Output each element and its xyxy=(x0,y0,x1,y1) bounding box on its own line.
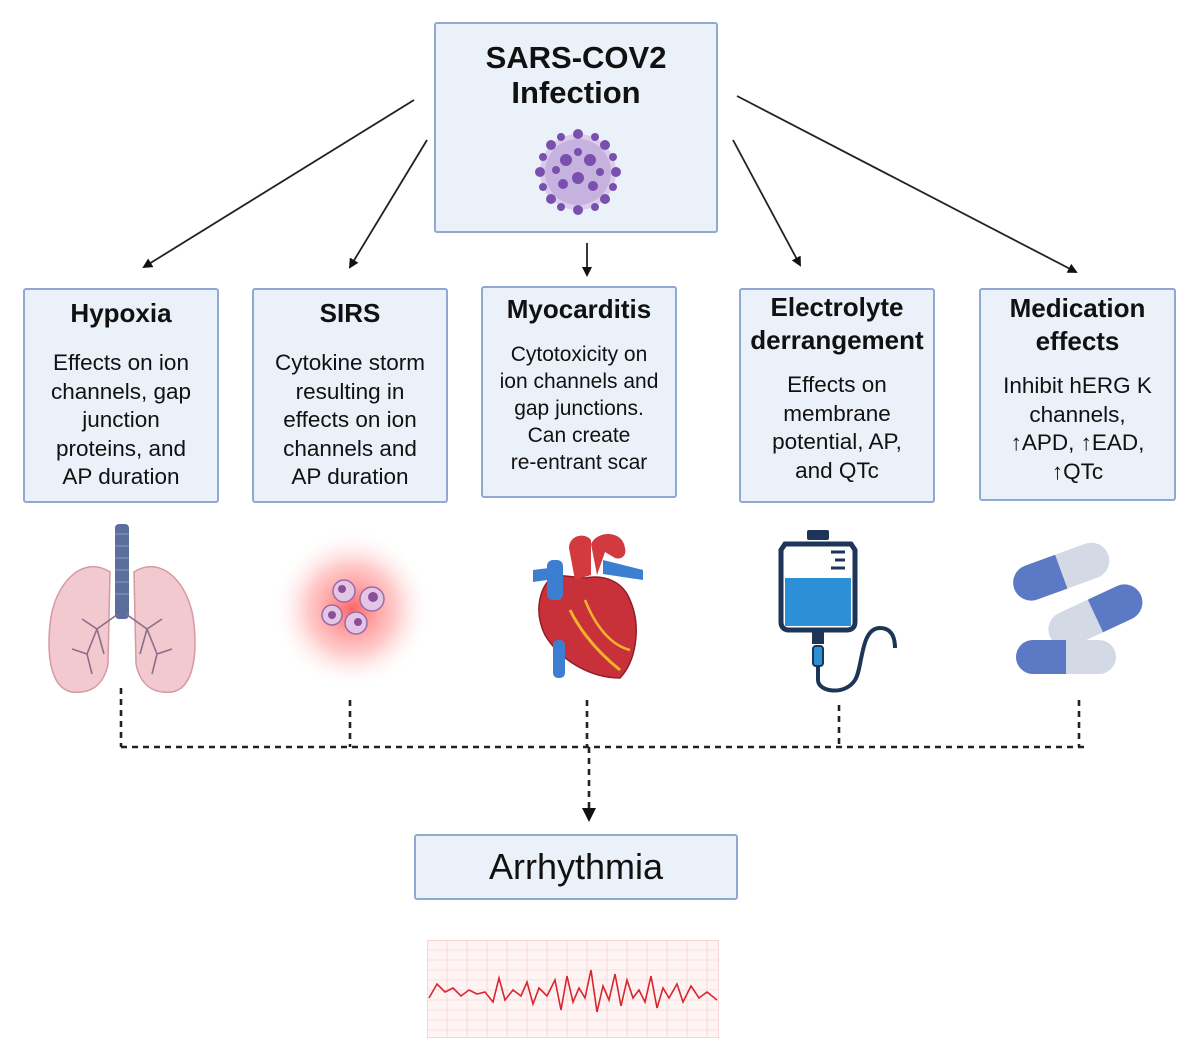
arrow-to-electrolyte xyxy=(732,139,801,267)
heart-icon xyxy=(533,533,643,679)
ecg-strip-icon xyxy=(427,940,719,1038)
card-body-line: ↑QTc xyxy=(1051,458,1104,484)
card-title: Electrolyte derrangement xyxy=(741,291,933,357)
card-body-line: re-entrant scar xyxy=(510,451,648,474)
card-body-line: channels and xyxy=(283,435,417,461)
pills-icon xyxy=(1013,542,1143,674)
top-title: SARS-COV2 Infection xyxy=(436,40,716,110)
card-body-line: Effects on xyxy=(787,372,887,397)
card-electrolyte: Electrolyte derrangement Effects on memb… xyxy=(739,288,935,503)
card-body-line: ion channels and xyxy=(499,370,659,393)
card-body-line: effects on ion xyxy=(283,407,417,432)
iv-bag-icon xyxy=(778,530,897,693)
card-title-line: Medication xyxy=(1009,293,1146,323)
arrowhead-arrhythmia xyxy=(582,808,596,822)
card-body-line: Cytotoxicity on xyxy=(510,343,648,366)
card-title-line: SIRS xyxy=(319,298,381,328)
card-hypoxia: Hypoxia Effects on ion channels, gap jun… xyxy=(23,288,219,503)
card-body-line: Inhibit hERG K xyxy=(1003,373,1152,398)
card-title: SIRS xyxy=(254,298,446,329)
card-body-line: AP duration xyxy=(62,464,180,489)
card-body: Cytotoxicity on ion channels and gap jun… xyxy=(483,341,675,476)
card-title: Medication effects xyxy=(981,292,1174,358)
card-body-line: junction xyxy=(82,407,160,432)
card-body-line: channels, gap xyxy=(50,378,192,404)
card-title-line: Hypoxia xyxy=(70,298,172,328)
card-body: Effects on membrane potential, AP, and Q… xyxy=(741,371,933,485)
card-body: Cytokine storm resulting in effects on i… xyxy=(254,349,446,492)
card-body: Inhibit hERG K channels, ↑APD, ↑EAD, ↑QT… xyxy=(981,372,1174,486)
card-body-line: ↑APD, ↑EAD, xyxy=(1010,430,1145,455)
arrow-to-hypoxia xyxy=(142,99,415,269)
sars-cov2-box: SARS-COV2 Infection xyxy=(434,22,718,233)
card-title: Hypoxia xyxy=(25,298,217,329)
card-title-line: Electrolyte xyxy=(770,292,904,322)
top-title-line1: SARS-COV2 xyxy=(485,40,667,75)
card-body-line: Effects on ion xyxy=(53,350,189,375)
card-body-line: resulting in xyxy=(295,378,405,404)
card-body-line: Cytokine storm xyxy=(274,350,426,375)
card-body-line: AP duration xyxy=(291,464,409,489)
card-body-line: and QTc xyxy=(795,457,879,483)
card-title-line: Myocarditis xyxy=(506,294,652,324)
card-body-line: Can create xyxy=(527,424,631,447)
arrhythmia-label: Arrhythmia xyxy=(488,846,664,887)
lungs-icon xyxy=(48,524,196,693)
card-title-line: derrangement xyxy=(750,325,924,355)
virus-icon xyxy=(535,129,621,215)
card-sirs: SIRS Cytokine storm resulting in effects… xyxy=(252,288,448,503)
card-body-line: membrane xyxy=(783,400,891,426)
card-body-line: proteins, and xyxy=(55,435,187,461)
card-body-line: channels, xyxy=(1029,401,1126,427)
card-body: Effects on ion channels, gap junction pr… xyxy=(25,349,217,492)
card-medication: Medication effects Inhibit hERG K channe… xyxy=(979,288,1176,501)
card-myocarditis: Myocarditis Cytotoxicity on ion channels… xyxy=(481,286,677,498)
card-body-line: potential, AP, xyxy=(772,429,902,454)
card-title-line: effects xyxy=(1035,326,1120,356)
top-title-line2: Infection xyxy=(511,75,641,110)
arrhythmia-box: Arrhythmia xyxy=(414,834,738,900)
arrow-to-sirs xyxy=(348,139,428,269)
immune-cells-icon xyxy=(272,529,432,689)
arrow-to-medication xyxy=(736,95,1078,273)
card-body-line: gap junctions. xyxy=(514,397,644,420)
card-title: Myocarditis xyxy=(483,294,675,325)
